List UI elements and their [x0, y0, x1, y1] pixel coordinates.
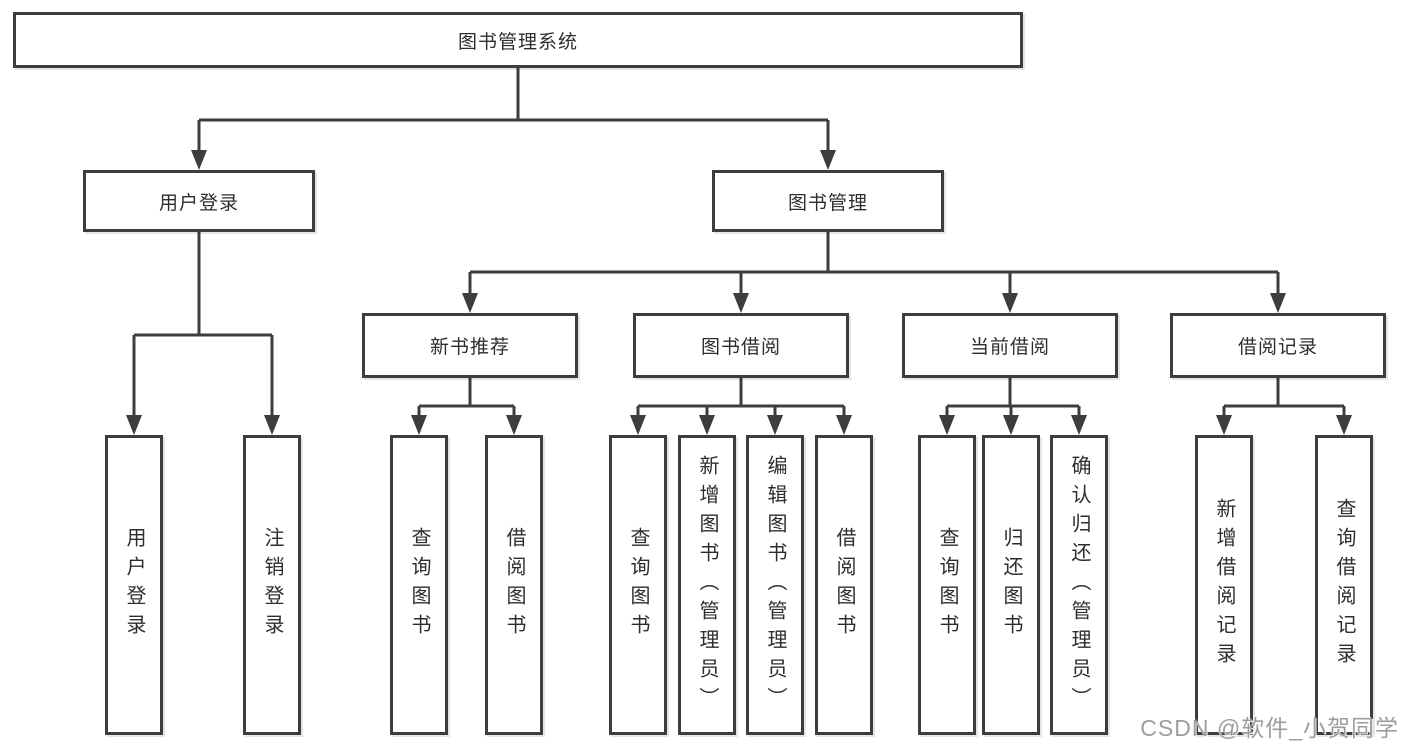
leaf-borrow-books: 借阅图书: [815, 435, 873, 735]
leaf-label: 注销登录: [261, 527, 283, 643]
leaf-add-book-admin: 新增图书（管理员）: [678, 435, 736, 735]
leaf-query-books-current: 查询图书: [918, 435, 976, 735]
leaf-label: 借阅图书: [503, 527, 525, 643]
node-borrow-records: 借阅记录: [1170, 313, 1386, 378]
leaf-confirm-return-admin: 确认归还（管理员）: [1050, 435, 1108, 735]
leaf-label: 编辑图书（管理员）: [764, 454, 786, 716]
leaf-label: 用户登录: [123, 527, 145, 643]
leaf-logout: 注销登录: [243, 435, 301, 735]
node-book-management: 图书管理: [712, 170, 944, 232]
node-user-login: 用户登录: [83, 170, 315, 232]
watermark: CSDN @软件_小贺同学: [1140, 715, 1399, 741]
leaf-label: 归还图书: [1000, 527, 1022, 643]
leaf-return-book: 归还图书: [982, 435, 1040, 735]
leaf-add-borrow-record: 新增借阅记录: [1195, 435, 1253, 735]
node-new-book-recommend: 新书推荐: [362, 313, 578, 378]
leaf-label: 查询借阅记录: [1333, 498, 1355, 672]
leaf-label: 新增借阅记录: [1213, 498, 1235, 672]
node-book-borrow: 图书借阅: [633, 313, 849, 378]
leaf-label: 借阅图书: [833, 527, 855, 643]
leaf-label: 新增图书（管理员）: [696, 454, 718, 716]
leaf-label: 确认归还（管理员）: [1068, 454, 1090, 716]
leaf-label: 查询图书: [408, 527, 430, 643]
node-root: 图书管理系统: [13, 12, 1023, 68]
leaf-query-books-borrow: 查询图书: [609, 435, 667, 735]
leaf-edit-book-admin: 编辑图书（管理员）: [746, 435, 804, 735]
leaf-user-login: 用户登录: [105, 435, 163, 735]
node-current-borrow: 当前借阅: [902, 313, 1118, 378]
leaf-query-borrow-record: 查询借阅记录: [1315, 435, 1373, 735]
leaf-query-books-recommend: 查询图书: [390, 435, 448, 735]
leaf-label: 查询图书: [627, 527, 649, 643]
leaf-borrow-books-recommend: 借阅图书: [485, 435, 543, 735]
leaf-label: 查询图书: [936, 527, 958, 643]
